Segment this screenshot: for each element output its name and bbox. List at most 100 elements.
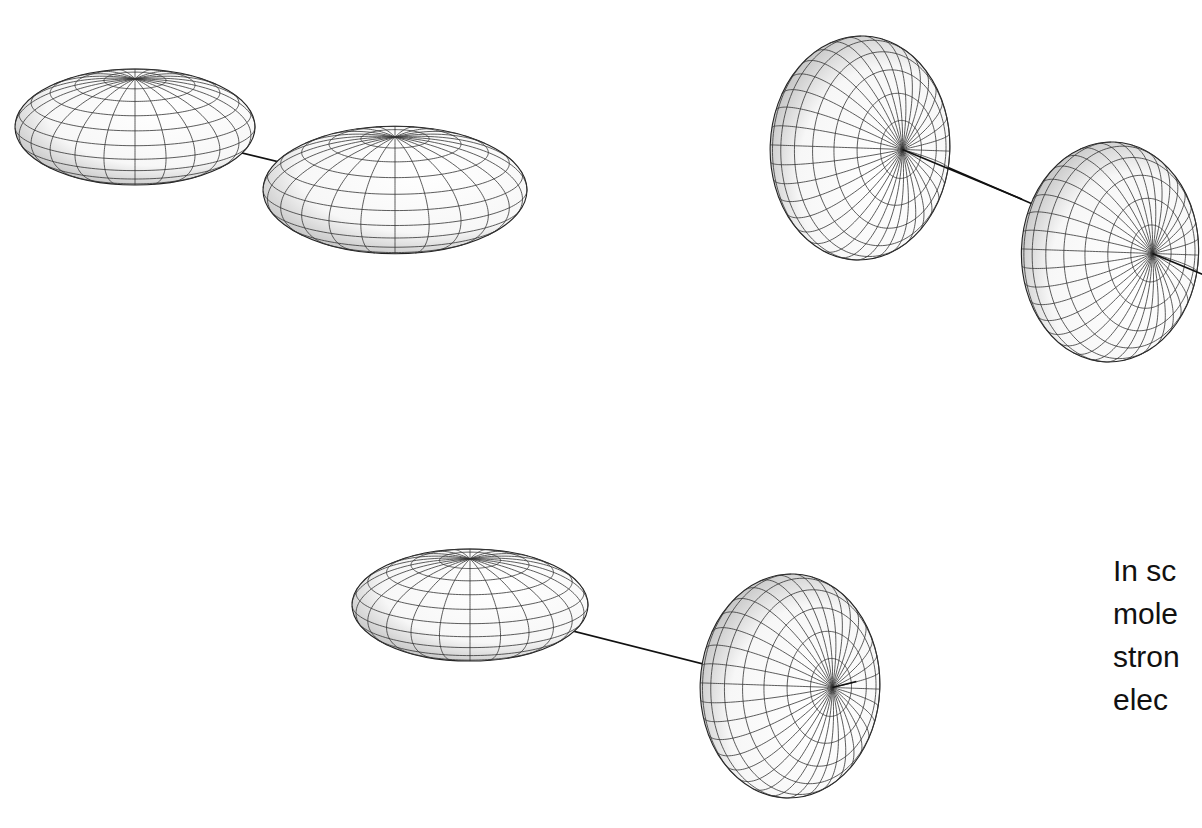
mesh-line: [50, 78, 220, 116]
mesh-line: [439, 552, 500, 568]
mesh-line: [135, 79, 166, 184]
mesh-line: [135, 79, 239, 169]
mesh-line: [902, 149, 949, 151]
mesh-line: [764, 608, 876, 766]
mesh-line: [22, 146, 249, 171]
mesh-line: [74, 177, 196, 184]
mesh-line: [1152, 175, 1177, 253]
caption-text: stron: [1113, 639, 1180, 675]
mesh-line: [19, 109, 251, 146]
mesh-line: [794, 40, 912, 256]
mesh-line: [822, 149, 902, 252]
mesh-line: [1073, 253, 1153, 354]
mesh-line: [395, 137, 396, 254]
mesh-line: [361, 130, 429, 148]
caption-text: mole: [1113, 596, 1178, 632]
mesh-line: [1052, 166, 1152, 253]
mesh-line: [364, 558, 470, 580]
mesh-line: [395, 137, 509, 235]
mesh-line: [104, 79, 135, 184]
ellipsoid: [766, 33, 953, 263]
mesh-line: [470, 549, 471, 559]
ellipsoid: [352, 549, 588, 661]
mesh-line: [1064, 158, 1199, 348]
mesh-line: [368, 559, 470, 645]
mesh-line: [1152, 253, 1173, 333]
mesh-line: [760, 580, 833, 688]
ellipsoid-outline: [15, 69, 255, 185]
mesh-line: [352, 605, 588, 637]
mesh-line: [135, 76, 217, 84]
mesh-line: [1041, 179, 1152, 253]
mesh-line: [712, 628, 832, 688]
mesh-line: [1152, 253, 1193, 288]
mesh-line: [395, 131, 457, 137]
mesh-line: [702, 593, 741, 776]
mesh-line: [1059, 253, 1153, 345]
mesh-line: [31, 79, 135, 169]
bond-line: [902, 149, 1022, 199]
mesh-line: [752, 687, 832, 790]
mesh-line: [470, 558, 576, 580]
mesh-line: [786, 149, 903, 217]
mesh-line: [75, 69, 195, 101]
mesh-line: [1024, 158, 1065, 342]
ellipsoid: [1018, 139, 1202, 365]
mesh-line: [263, 190, 527, 226]
mesh-line: [410, 653, 530, 660]
mesh-line: [1032, 142, 1111, 362]
mesh-line: [359, 623, 582, 647]
mesh-line: [1152, 253, 1165, 345]
mesh-line: [832, 608, 858, 688]
mesh-line: [810, 658, 851, 716]
ellipsoid-outline: [1018, 139, 1202, 365]
mesh-line: [135, 74, 192, 79]
mesh-line: [832, 687, 874, 722]
mesh-line: [902, 149, 915, 242]
ellipsoid-outline: [263, 126, 527, 254]
mesh-line: [790, 74, 902, 150]
bond-lines: [135, 127, 1176, 686]
mesh-line: [700, 683, 832, 688]
mesh-line: [387, 557, 554, 594]
mesh-line: [822, 687, 839, 790]
mesh-line: [781, 36, 861, 260]
mesh-line: [902, 149, 924, 230]
mesh-line: [135, 79, 136, 185]
mesh-line: [470, 559, 553, 653]
mesh-line: [328, 245, 462, 253]
mesh-line: [368, 572, 572, 610]
mesh-line: [724, 578, 842, 794]
mesh-line: [1131, 225, 1171, 282]
mesh-line: [716, 687, 833, 755]
ellipsoid: [263, 126, 527, 254]
mesh-line: [782, 90, 902, 150]
mesh-line: [832, 687, 845, 780]
mesh-line: [902, 70, 928, 150]
mesh-line: [834, 70, 946, 228]
mesh-line: [892, 149, 909, 252]
caption-text: In sc: [1113, 553, 1176, 589]
mesh-line: [1108, 198, 1186, 308]
caption-text: elec: [1113, 682, 1168, 718]
mesh-line: [1037, 253, 1153, 320]
mesh-line: [772, 55, 811, 238]
mesh-line: [395, 127, 414, 137]
mesh-line: [711, 574, 791, 798]
mesh-line: [361, 137, 395, 253]
mesh-line: [268, 170, 523, 210]
mesh-line: [135, 70, 152, 79]
bond-line: [832, 681, 856, 687]
mesh-line: [770, 145, 902, 150]
mesh-line: [832, 687, 854, 768]
mesh-line: [135, 69, 136, 79]
mesh-line: [470, 550, 487, 559]
mesh-line: [270, 211, 519, 238]
bond-line: [1152, 253, 1202, 274]
mesh-line: [743, 590, 880, 784]
mesh-line: [395, 126, 396, 137]
ellipsoid: [15, 69, 255, 185]
mesh-line: [40, 162, 230, 179]
mesh-line: [832, 687, 879, 689]
